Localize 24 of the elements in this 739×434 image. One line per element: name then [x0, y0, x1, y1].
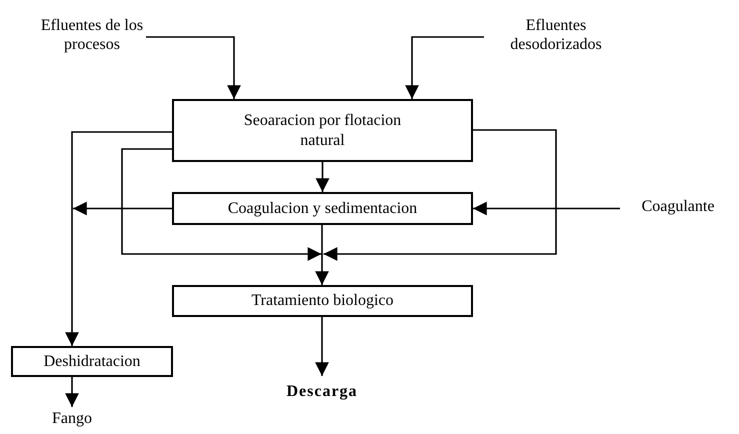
arrow [315, 225, 329, 285]
flow-label: Descarga [272, 380, 372, 404]
flow-label: Coagulante [622, 196, 734, 218]
process-box [172, 192, 473, 225]
box-label: Deshidratacion [42, 352, 142, 372]
box-label: Seoaracion por flotacion natural [242, 111, 402, 150]
process-box [172, 285, 473, 317]
arrow [316, 162, 330, 192]
flow-label: Efluentes de los procesos [38, 10, 146, 60]
flow-label: Fango [42, 407, 102, 431]
arrow [65, 131, 172, 346]
arrow [315, 317, 329, 376]
box-label: Coagulacion y sedimentacion [226, 198, 418, 218]
process-box [172, 99, 473, 162]
arrow [65, 377, 79, 407]
arrow [324, 129, 557, 261]
process-box [11, 346, 173, 377]
box-label: Tratamiento biologico [250, 291, 395, 311]
arrow [146, 36, 241, 99]
arrow [405, 36, 484, 99]
arrow [473, 202, 620, 216]
flow-label: Efluentes desodorizados [484, 10, 628, 60]
arrow [121, 148, 322, 261]
arrow [73, 202, 172, 216]
